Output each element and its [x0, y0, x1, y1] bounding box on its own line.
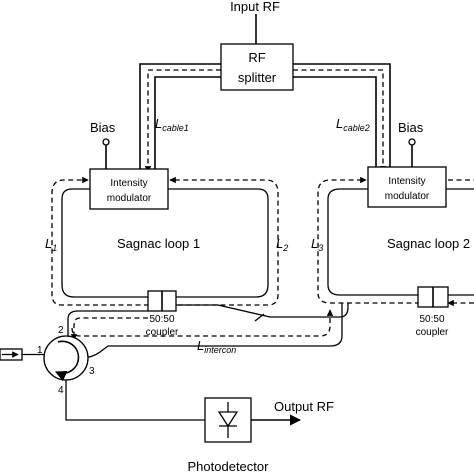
sagnac-loop-2-label: Sagnac loop 2 [387, 236, 470, 251]
im-right-label-1: Intensity [388, 176, 425, 187]
intensity-modulator-left [89, 168, 169, 210]
port-2-label: 2 [58, 325, 64, 336]
bias-left-label: Bias [90, 120, 116, 135]
photodiode-icon [217, 402, 239, 438]
rf-cable-left-outer [139, 63, 221, 175]
intercon-optical-path [71, 309, 334, 337]
photodetector-label: Photodetector [188, 459, 270, 474]
loop1-fiber-left [61, 188, 148, 298]
port-1-label: 1 [37, 345, 43, 356]
port-4-label: 4 [58, 385, 64, 396]
coupler-right-label-2: coupler [416, 327, 449, 338]
rf-signal-right-path [293, 69, 387, 173]
l-intercon-label: Lintercon [197, 338, 236, 355]
rf-splitter-label-2: splitter [238, 70, 277, 85]
loop2-fiber-left [327, 188, 418, 296]
intensity-modulator-right [367, 166, 447, 208]
loop1-optical-path-right [169, 176, 279, 306]
fiber-port4-to-photodetector [65, 380, 205, 421]
bias-right-terminal [408, 138, 416, 146]
l3-label: L3 [311, 236, 323, 253]
im-right-label-2: modulator [385, 191, 430, 202]
rf-splitter [220, 43, 294, 91]
loop1-optical-path-left [51, 176, 149, 306]
output-rf-label: Output RF [274, 399, 334, 414]
coupler-left-label-1: 50:50 [149, 314, 174, 325]
fiber-port2-to-coupler1 [67, 310, 148, 342]
rf-splitter-label-1: RF [248, 50, 265, 65]
rf-signal-left-path [144, 69, 221, 173]
rf-cable-right-inner [293, 76, 377, 175]
rf-cable-right-outer [293, 63, 391, 175]
coupler-right-label-1: 50:50 [419, 314, 444, 325]
sagnac-loop-1-label: Sagnac loop 1 [117, 236, 200, 251]
interconnect-tick [254, 313, 265, 322]
input-rf-label: Input RF [230, 0, 280, 14]
loop1-fiber-right [168, 188, 269, 298]
im-left-label-2: modulator [107, 193, 152, 204]
bias-left-terminal [102, 138, 110, 146]
circulator-arrow-icon [54, 340, 80, 382]
l-cable1-label: Lcable1 [155, 116, 189, 133]
interconnect-fiber [176, 303, 349, 318]
l-cable2-label: Lcable2 [336, 116, 370, 133]
return-optical-path [70, 317, 148, 341]
coupler-left-label-2: coupler [146, 327, 179, 338]
bias-right-label: Bias [398, 120, 424, 135]
port-3-label: 3 [89, 366, 95, 377]
l2-label: L2 [276, 236, 288, 253]
rf-cable-left-inner [154, 76, 221, 175]
l1-label: L1 [45, 236, 57, 253]
loop2-optical-path-left [317, 176, 420, 304]
im-left-label-1: Intensity [110, 178, 147, 189]
